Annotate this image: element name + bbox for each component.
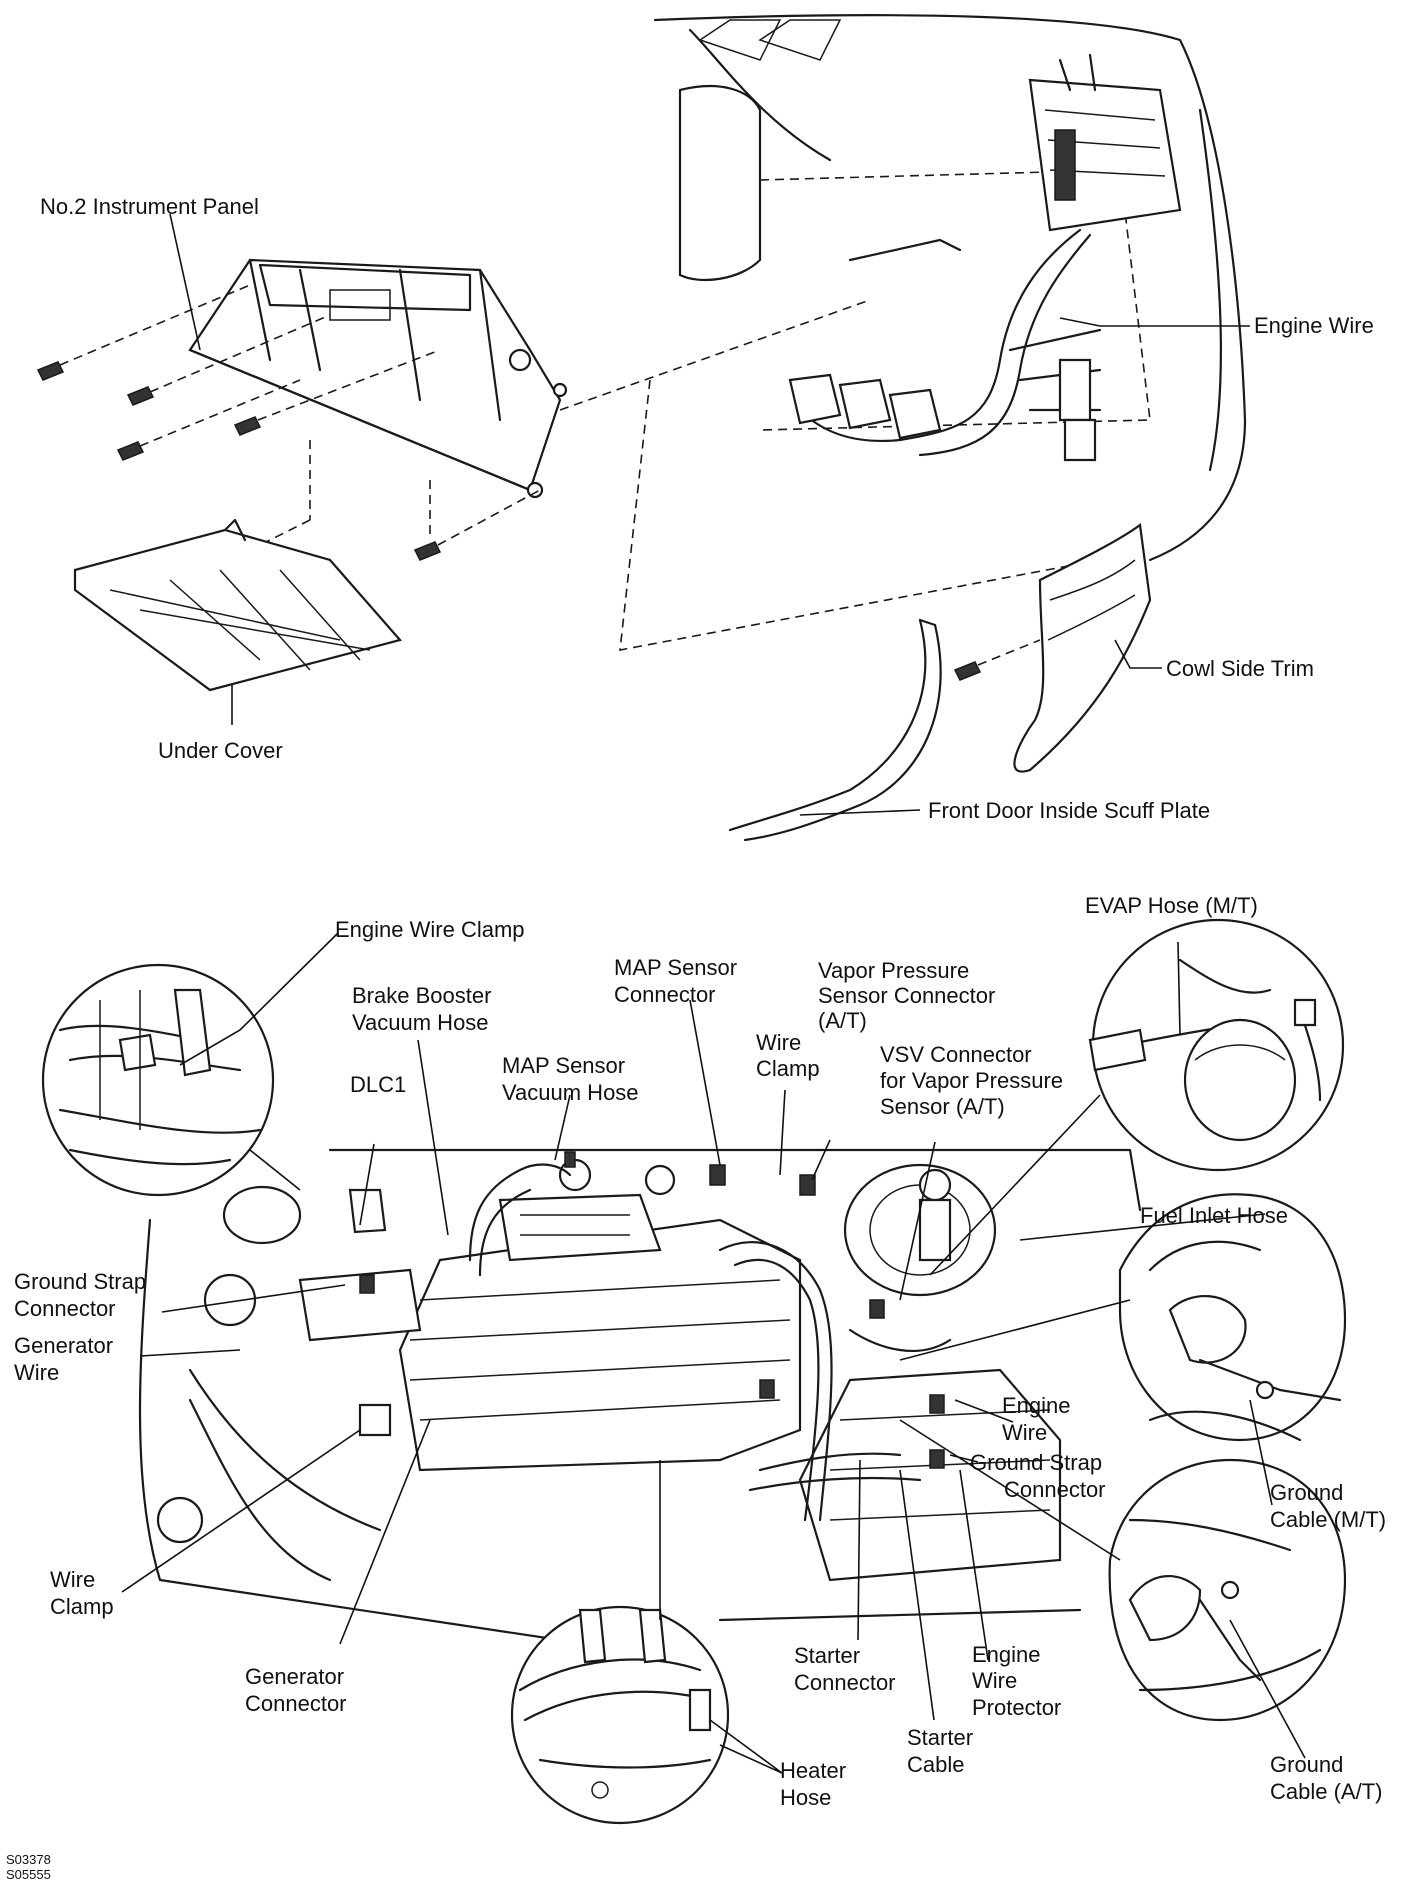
detail-circle-heater-hose	[510, 1605, 730, 1825]
label-scuff-plate: Front Door Inside Scuff Plate	[928, 798, 1210, 823]
label-engine-wire-protector-1: Engine	[972, 1642, 1041, 1667]
label-map-sensor-connector-1: MAP Sensor	[614, 955, 737, 980]
label-generator-connector-1: Generator	[245, 1664, 344, 1689]
engine-body	[398, 1158, 802, 1472]
label-wire-clamp-top-2: Clamp	[756, 1056, 820, 1081]
label-vsv-2: for Vapor Pressure	[880, 1068, 1063, 1093]
screws	[36, 361, 982, 681]
label-ground-strap-left-1: Ground Strap	[14, 1269, 146, 1294]
label-generator-wire-2: Wire	[14, 1360, 59, 1385]
label-brake-booster-2: Vacuum Hose	[352, 1010, 489, 1035]
label-vapor-pressure-2: Sensor Connector	[818, 983, 995, 1008]
label-starter-connector-1: Starter	[794, 1643, 860, 1668]
top-illustration: No.2 Instrument Panel Engine Wire Cowl S…	[36, 14, 1374, 842]
junction-block	[1028, 53, 1182, 232]
figure-code-2: S05555	[6, 1867, 51, 1882]
cowl-side-trim-part	[1013, 522, 1152, 773]
detail-circle-ground-cable-at	[1108, 1458, 1347, 1722]
label-map-vacuum-2: Vacuum Hose	[502, 1080, 639, 1105]
label-fuel-inlet-hose: Fuel Inlet Hose	[1140, 1203, 1288, 1228]
label-vsv-1: VSV Connector	[880, 1042, 1032, 1067]
label-engine-wire-clamp: Engine Wire Clamp	[335, 917, 525, 942]
detail-circle-engine-wire-clamp	[41, 963, 275, 1197]
label-heater-hose-2: Hose	[780, 1785, 831, 1810]
under-cover-part	[73, 518, 402, 692]
label-generator-connector-2: Connector	[245, 1691, 347, 1716]
label-generator-wire-1: Generator	[14, 1333, 113, 1358]
label-wire-clamp-top-1: Wire	[756, 1030, 801, 1055]
label-engine-wire-protector-2: Wire	[972, 1668, 1017, 1693]
label-starter-cable-1: Starter	[907, 1725, 973, 1750]
label-map-sensor-connector-2: Connector	[614, 982, 716, 1007]
figure-code-1: S03378	[6, 1852, 51, 1867]
label-wire-clamp-bottom-2: Clamp	[50, 1594, 114, 1619]
connector-cluster	[788, 358, 1097, 462]
label-vapor-pressure-3: (A/T)	[818, 1008, 867, 1033]
label-dlc1: DLC1	[350, 1072, 406, 1097]
label-heater-hose-1: Heater	[780, 1758, 846, 1783]
label-ground-strap-left-2: Connector	[14, 1296, 116, 1321]
label-engine-wire-top: Engine Wire	[1254, 313, 1374, 338]
label-brake-booster-1: Brake Booster	[352, 983, 491, 1008]
label-evap-hose: EVAP Hose (M/T)	[1085, 893, 1258, 918]
instrument-panel-part	[188, 258, 568, 499]
detail-circle-ground-cable-mt	[1118, 1193, 1347, 1442]
label-wire-clamp-bottom-1: Wire	[50, 1567, 95, 1592]
label-ground-strap-right-2: Connector	[1004, 1477, 1106, 1502]
detail-circle-evap-hose	[1088, 918, 1345, 1172]
label-under-cover: Under Cover	[158, 738, 283, 763]
label-engine-wire-protector-3: Protector	[972, 1695, 1061, 1720]
label-engine-wire-mid-2: Wire	[1002, 1420, 1047, 1445]
label-vsv-3: Sensor (A/T)	[880, 1094, 1005, 1119]
bottom-illustration: Engine Wire Clamp EVAP Hose (M/T) Brake …	[14, 893, 1386, 1825]
brake-booster	[843, 1163, 997, 1297]
label-map-vacuum-1: MAP Sensor	[502, 1053, 625, 1078]
label-ground-cable-at-2: Cable (A/T)	[1270, 1779, 1382, 1804]
label-ground-cable-mt-1: Ground	[1270, 1480, 1343, 1505]
left-components	[156, 1185, 422, 1582]
label-instrument-panel: No.2 Instrument Panel	[40, 194, 259, 219]
label-engine-wire-mid-1: Engine	[1002, 1393, 1071, 1418]
label-starter-connector-2: Connector	[794, 1670, 896, 1695]
label-cowl-side-trim: Cowl Side Trim	[1166, 656, 1314, 681]
label-ground-cable-at-1: Ground	[1270, 1752, 1343, 1777]
label-starter-cable-2: Cable	[907, 1752, 964, 1777]
label-ground-cable-mt-2: Cable (M/T)	[1270, 1507, 1386, 1532]
label-ground-strap-right-1: Ground Strap	[970, 1450, 1102, 1475]
battery-area	[798, 1368, 1062, 1582]
label-vapor-pressure-1: Vapor Pressure	[818, 958, 969, 983]
scuff-plate-part	[728, 618, 942, 842]
